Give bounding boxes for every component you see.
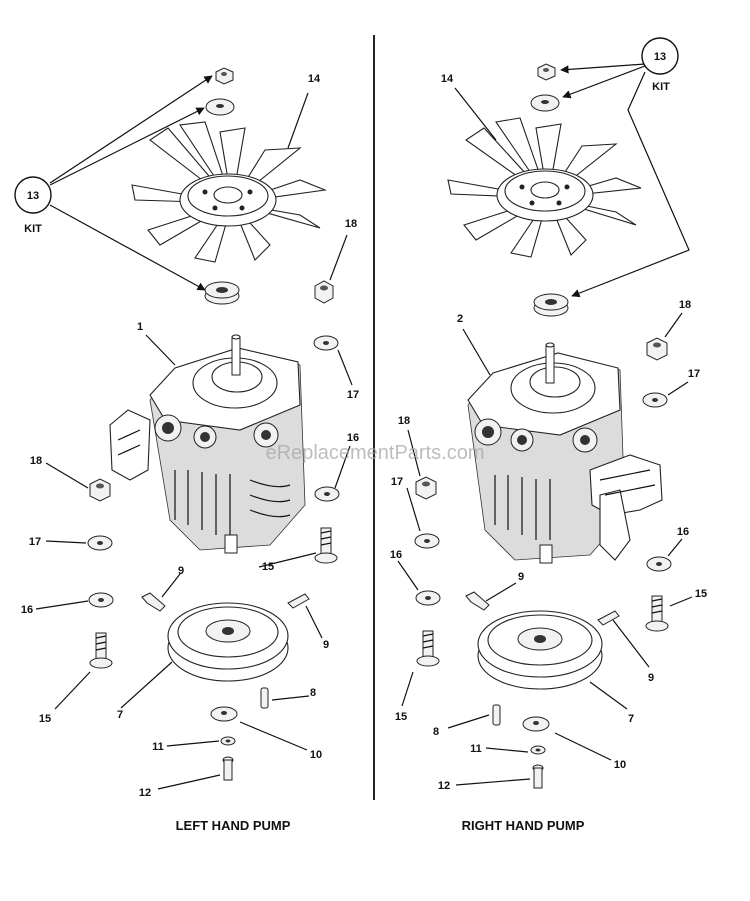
callout-9-right-a: 9 — [518, 571, 524, 583]
right-kit-bushing-part — [533, 293, 569, 317]
left-pump-body — [109, 334, 306, 554]
callout-15-right-upper: 15 — [695, 588, 707, 600]
watermark-text: eReplacementParts.com — [266, 442, 485, 464]
right-fan-part — [447, 117, 642, 258]
right-washer-16-upper-part — [646, 556, 672, 572]
left-washer-16-lower-part — [88, 592, 114, 608]
kit-label-left: KIT — [24, 223, 42, 235]
right-nut-18-upper-part — [646, 337, 668, 361]
right-bolt-15-upper-part — [645, 595, 669, 632]
callout-11-right: 11 — [470, 743, 482, 755]
right-bolt-15-lower-part — [416, 630, 440, 667]
right-pump-caption: RIGHT HAND PUMP — [462, 818, 585, 833]
left-kit-bushing-part — [204, 281, 240, 305]
callout-9-left-a: 9 — [178, 565, 184, 577]
right-screw-9b-part — [597, 610, 620, 626]
left-pump-caption: LEFT HAND PUMP — [176, 818, 291, 833]
callout-8-left: 8 — [310, 687, 316, 699]
callout-16-left-upper: 16 — [347, 432, 359, 444]
left-fan-part — [131, 121, 328, 263]
callout-9-left-b: 9 — [323, 639, 329, 651]
callout-15-left-upper: 15 — [262, 561, 274, 573]
callout-13-left: 13 — [27, 190, 39, 202]
right-washer-16-lower-part — [415, 590, 441, 606]
right-kit-callout-circle — [641, 37, 679, 75]
left-pump-assembly — [87, 67, 340, 781]
callout-8-right: 8 — [433, 726, 439, 738]
left-key-part — [260, 687, 269, 709]
left-washer-16-upper-part — [314, 486, 340, 502]
callout-18-left-lower: 18 — [30, 455, 42, 467]
callout-12-right: 12 — [438, 780, 450, 792]
right-bolt-12-part — [532, 764, 544, 789]
right-kit-washer-part — [530, 94, 560, 112]
kit-label-right: KIT — [652, 81, 670, 93]
left-kit-nut-part — [215, 67, 234, 85]
left-washer-17-upper-part — [313, 335, 339, 351]
left-bolt-15-lower-part — [89, 632, 113, 669]
callout-7-left: 7 — [117, 709, 123, 721]
left-nut-18-upper-part — [314, 280, 334, 304]
right-nut-18-lower-part — [415, 476, 437, 500]
callout-10-left: 10 — [310, 749, 322, 761]
right-pump-body — [467, 342, 663, 564]
right-washer-10-part — [522, 716, 550, 732]
leader-lines — [35, 63, 693, 790]
left-washer-10-part — [210, 706, 238, 722]
callout-10-right: 10 — [614, 759, 626, 771]
right-kit-nut-part — [537, 63, 556, 81]
callout-1: 1 — [137, 321, 143, 333]
left-bolt-15-upper-part — [314, 527, 338, 564]
right-washer-17-lower-part — [414, 533, 440, 549]
callout-13-right: 13 — [654, 51, 666, 63]
callout-14-right: 14 — [441, 73, 454, 85]
callout-17-left-lower: 17 — [29, 536, 41, 548]
callout-18-right-lower: 18 — [398, 415, 410, 427]
left-screw-9a-part — [141, 592, 166, 612]
callout-16-right-lower: 16 — [390, 549, 402, 561]
callout-18-right-upper: 18 — [679, 299, 691, 311]
left-lockwasher-11-part — [220, 736, 236, 746]
left-kit-callout-circle — [14, 176, 52, 214]
callout-2: 2 — [457, 313, 463, 325]
right-pulley-part — [477, 610, 603, 690]
left-bolt-12-part — [222, 756, 234, 781]
right-washer-17-upper-part — [642, 392, 668, 408]
callout-7-right: 7 — [628, 713, 634, 725]
callout-17-right-upper: 17 — [688, 368, 700, 380]
callout-16-left-lower: 16 — [21, 604, 33, 616]
right-pump-assembly — [414, 63, 672, 789]
callout-12-left: 12 — [139, 787, 151, 799]
callout-17-left-upper: 17 — [347, 389, 359, 401]
left-kit-washer-part — [205, 98, 235, 116]
callout-11-left: 11 — [152, 741, 164, 753]
right-key-part — [492, 704, 501, 726]
left-pulley-part — [167, 602, 289, 682]
left-nut-18-lower-part — [89, 478, 111, 502]
callout-15-left-lower: 15 — [39, 713, 51, 725]
left-screw-9b-part — [287, 593, 310, 609]
callout-16-right-upper: 16 — [677, 526, 689, 538]
callout-labels: 13 KIT 14 18 1 17 16 18 17 15 9 16 9 15 … — [21, 51, 707, 799]
callout-9-right-b: 9 — [648, 672, 654, 684]
left-washer-17-lower-part — [87, 535, 113, 551]
right-lockwasher-11-part — [530, 745, 546, 755]
callout-18-left-upper: 18 — [345, 218, 357, 230]
callout-15-right-lower: 15 — [395, 711, 407, 723]
right-screw-9a-part — [465, 591, 490, 611]
callout-17-right-lower: 17 — [391, 476, 403, 488]
callout-14-left: 14 — [308, 73, 321, 85]
